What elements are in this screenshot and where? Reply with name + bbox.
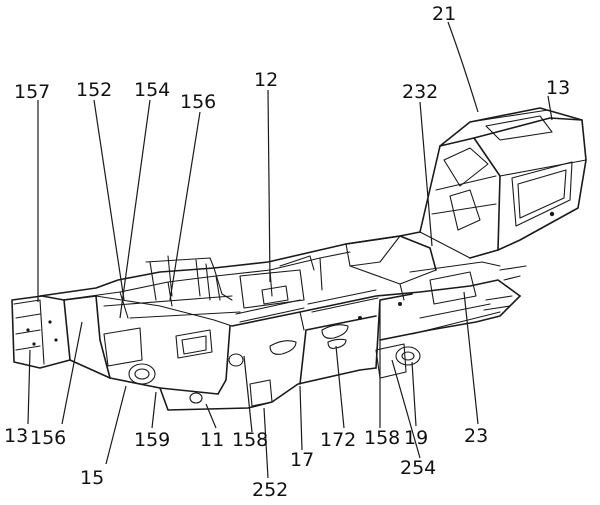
label-19: 19 [404,427,428,449]
frame-body [11,107,587,411]
label-159: 159 [134,429,170,451]
label-23: 23 [464,425,488,447]
label-13-bottom: 13 [4,425,28,447]
label-158-left: 158 [232,429,268,451]
label-15: 15 [80,467,104,489]
leader-lines [27,21,553,479]
label-157: 157 [14,81,50,103]
label-156-top: 156 [180,91,216,113]
label-154: 154 [134,79,170,101]
label-13-top: 13 [546,77,570,99]
label-158-right: 158 [364,427,400,449]
label-254: 254 [400,457,436,479]
reference-labels: 21 13 232 157 152 154 156 12 13 156 15 1… [4,3,570,501]
label-156-bottom: 156 [30,427,66,449]
label-252: 252 [252,479,288,501]
label-17: 17 [290,449,314,471]
label-232: 232 [402,81,438,103]
label-12: 12 [254,69,278,91]
label-172: 172 [320,429,356,451]
label-11: 11 [200,429,224,451]
label-152: 152 [76,79,112,101]
frame-openings [26,211,555,407]
label-21: 21 [432,3,456,25]
